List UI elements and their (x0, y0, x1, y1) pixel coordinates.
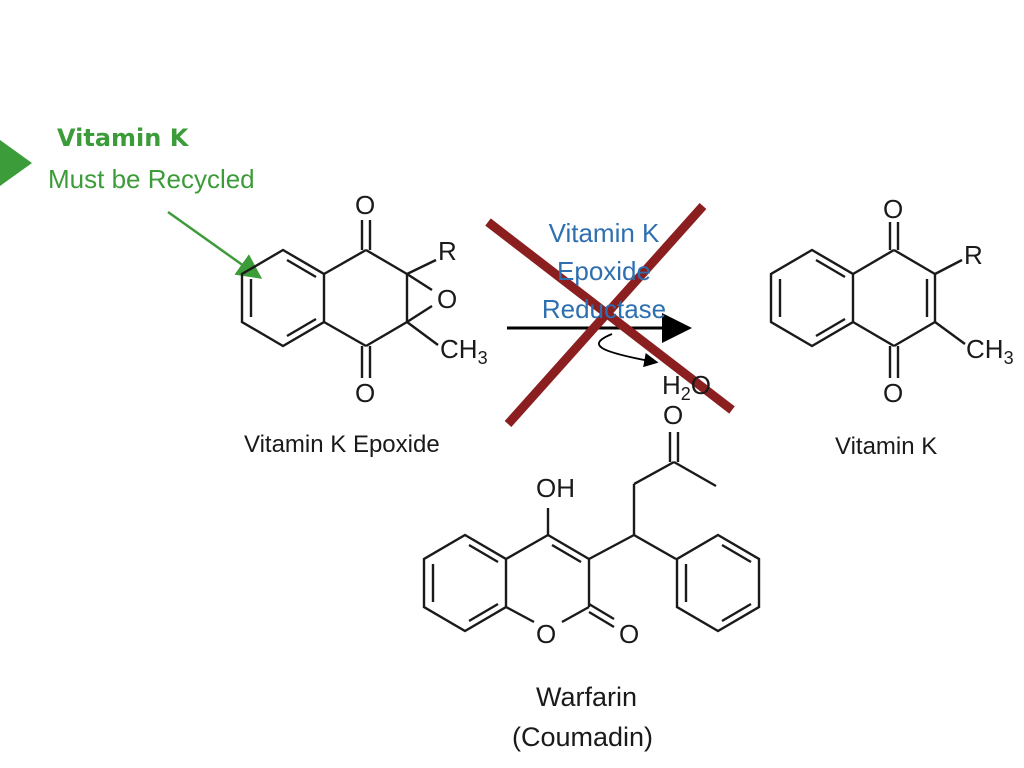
warfarin-label: Warfarin (536, 682, 638, 712)
atom-oxygen-top-right: O (883, 194, 904, 224)
vitamin-k-epoxide-structure (240, 220, 439, 378)
water-byproduct: H2O (662, 370, 712, 404)
atom-lactone-oxygen: O (619, 619, 640, 649)
inhibition-cross (485, 202, 735, 428)
vitamin-k-epoxide-label: Vitamin K Epoxide (244, 431, 440, 458)
warfarin-structure (422, 432, 761, 633)
atom-r-left: R (438, 236, 457, 266)
atom-epoxide-oxygen: O (437, 284, 458, 314)
coumadin-label: (Coumadin) (512, 722, 654, 752)
vitamin-k-label: Vitamin K (835, 433, 938, 460)
enzyme-label-line2: Epoxide (557, 256, 651, 286)
atom-r-right: R (964, 240, 983, 270)
atom-oxygen-bottom-right: O (883, 378, 904, 408)
bullet-triangle-icon (0, 140, 32, 186)
pointer-arrow (167, 210, 263, 279)
slide-title-line1: Vitamin K (57, 124, 189, 152)
enzyme-label-line1: Vitamin K (548, 218, 660, 248)
atom-ketone-oxygen: O (663, 400, 684, 430)
vitamin-k-structure (769, 222, 966, 378)
atom-ring-oxygen: O (536, 619, 557, 649)
enzyme-label-line3: Reductase (541, 294, 667, 324)
slide-title-line2: Must be Recycled (48, 164, 255, 194)
byproduct-arrow (598, 333, 659, 368)
atom-oxygen-bottom-left: O (355, 378, 376, 408)
atom-oxygen-top-left: O (355, 190, 376, 220)
atom-methyl-left: CH3 (440, 334, 488, 368)
atom-hydroxyl: OH (536, 473, 575, 503)
atom-methyl-right: CH3 (966, 334, 1014, 368)
